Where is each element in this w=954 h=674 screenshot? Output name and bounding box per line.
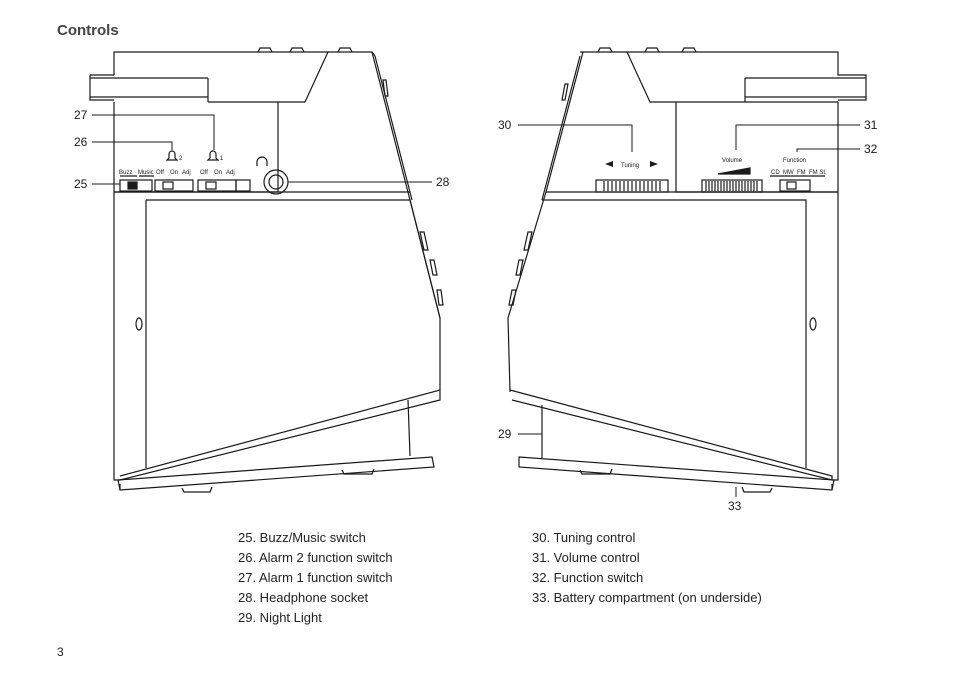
alarm1-on-label: On — [214, 170, 222, 176]
alarm1-off-label: Off — [200, 170, 208, 176]
function-cd-label: CD — [771, 170, 780, 176]
legend-right: 30. Tuning control 31. Volume control 32… — [532, 528, 762, 608]
callout-31: 31 — [864, 118, 878, 132]
alarm1-number: 1 — [220, 156, 224, 162]
tuning-left-arrow-icon — [605, 161, 613, 167]
right-radio-illustration — [507, 47, 867, 493]
tuning-label: Tuning — [621, 163, 639, 169]
legend-item: 29. Night Light — [238, 610, 322, 625]
callout-27: 27 — [74, 108, 88, 122]
legend-left: 25. Buzz/Music switch 26. Alarm 2 functi… — [238, 528, 393, 628]
music-label: Music — [138, 170, 154, 176]
legend-item: 25. Buzz/Music switch — [238, 530, 366, 545]
volume-label: Volume — [722, 158, 743, 164]
legend-item: 33. Battery compartment (on underside) — [532, 590, 762, 605]
callout-33: 33 — [728, 499, 742, 513]
callout-25: 25 — [74, 177, 88, 191]
buzz-label: Buzz — [119, 170, 132, 176]
page-number: 3 — [57, 645, 64, 659]
dial-ridges — [603, 181, 758, 191]
callout-leaders — [92, 114, 860, 497]
tuning-right-arrow-icon — [650, 161, 658, 167]
function-mw-label: MW — [783, 170, 794, 176]
callout-29: 29 — [498, 427, 512, 441]
legend-item: 31. Volume control — [532, 550, 640, 565]
function-fmst-label: FM St. — [809, 170, 827, 176]
callout-32: 32 — [864, 142, 878, 156]
alarm2-on-label: On — [170, 170, 178, 176]
alarm2-off-label: Off — [156, 170, 164, 176]
function-fm-label: FM — [797, 170, 806, 176]
callout-28: 28 — [436, 175, 450, 189]
callout-26: 26 — [74, 135, 88, 149]
alarm1-adj-label: Adj — [226, 170, 235, 176]
function-label: Function — [783, 158, 806, 164]
legend-item: 26. Alarm 2 function switch — [238, 550, 393, 565]
legend-item: 30. Tuning control — [532, 530, 636, 545]
alarm2-number: 2 — [179, 156, 183, 162]
alarm2-adj-label: Adj — [182, 170, 191, 176]
page-title: Controls — [57, 22, 119, 39]
legend-item: 27. Alarm 1 function switch — [238, 570, 393, 585]
legend-item: 32. Function switch — [532, 570, 644, 585]
left-radio-illustration — [89, 47, 444, 493]
legend-item: 28. Headphone socket — [238, 590, 369, 605]
callout-30: 30 — [498, 118, 512, 132]
